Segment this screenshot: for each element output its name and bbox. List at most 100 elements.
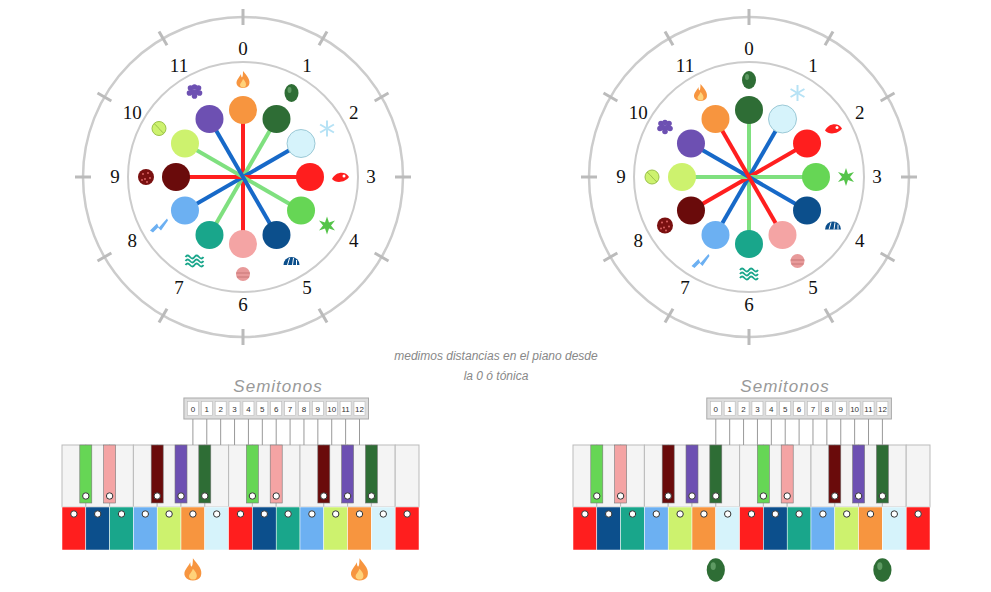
white-key-color — [205, 507, 229, 550]
ruler-cell — [285, 402, 296, 416]
white-key-color — [324, 507, 348, 550]
outer-ring — [589, 17, 909, 337]
tick-mark — [375, 93, 389, 101]
ruler-leader — [812, 419, 813, 445]
tick-mark — [242, 9, 245, 25]
black-key — [104, 445, 116, 503]
ruler-leader — [206, 419, 207, 445]
berry-dot — [661, 222, 663, 224]
ruler-cell — [807, 402, 818, 416]
white-key-color — [597, 507, 621, 550]
black-key — [781, 445, 793, 503]
note-dot — [793, 197, 821, 225]
circle-number: 4 — [855, 231, 865, 251]
circle-number: 10 — [629, 103, 648, 123]
ruler-number: 12 — [878, 404, 887, 413]
ruler-bar — [184, 398, 369, 419]
ruler-cell — [794, 402, 805, 416]
symbol-icon — [138, 169, 154, 185]
key-marker — [891, 511, 897, 517]
ruler-leader — [715, 419, 716, 445]
black-key — [246, 445, 258, 503]
ruler-leader — [882, 419, 883, 445]
key-marker — [106, 493, 112, 499]
ruler-leader — [771, 419, 772, 445]
black-key — [829, 445, 841, 503]
ruler-cell — [187, 402, 198, 416]
key-marker — [344, 493, 350, 499]
black-key — [318, 445, 330, 503]
note-dot — [171, 197, 199, 225]
ruler-leader — [331, 419, 332, 445]
key-marker — [404, 511, 410, 517]
white-key-color — [668, 507, 692, 550]
symbol-icon — [657, 120, 673, 135]
ruler-leader — [234, 419, 235, 445]
white-key-color — [835, 507, 859, 550]
white-key-color — [740, 507, 764, 550]
tick-mark — [98, 253, 112, 261]
wave-icon — [186, 264, 204, 267]
key-marker — [772, 511, 778, 517]
white-key-color — [133, 507, 157, 550]
ruler-cell — [752, 402, 763, 416]
white-key-color — [811, 507, 835, 550]
key-marker — [190, 511, 196, 517]
berry-dot — [665, 230, 667, 232]
ruler-cell — [298, 402, 309, 416]
circle-number: 4 — [349, 231, 359, 251]
tick-mark — [319, 309, 327, 323]
symbol-icon — [150, 219, 168, 233]
key-marker — [154, 493, 160, 499]
ruler-bar — [707, 398, 892, 419]
note-dot — [263, 105, 291, 133]
white-key — [395, 445, 419, 507]
grape-icon — [667, 126, 673, 132]
black-key — [686, 445, 698, 503]
planet-icon — [236, 267, 250, 281]
tick-mark — [159, 309, 167, 323]
ruler-number: 4 — [246, 404, 250, 413]
ruler-cell — [877, 402, 888, 416]
ruler-number: 9 — [316, 404, 320, 413]
ruler-number: 4 — [769, 404, 773, 413]
ruler-leader — [743, 419, 744, 445]
symbol-icon — [657, 218, 673, 234]
leaf-highlight — [745, 74, 749, 80]
tick-mark — [604, 253, 618, 261]
note-dot — [677, 197, 705, 225]
plant-icon — [838, 168, 854, 186]
inner-ring — [128, 62, 358, 292]
circle-number: 7 — [680, 278, 690, 298]
ruler-cell — [271, 402, 282, 416]
flame-icon — [694, 84, 707, 101]
wave-icon — [186, 260, 204, 263]
circle-number: 3 — [872, 167, 882, 187]
ruler-leader — [785, 419, 786, 445]
white-key-color — [86, 507, 110, 550]
tick-mark — [319, 32, 327, 46]
ruler-leader — [317, 419, 318, 445]
snowflake-icon — [320, 125, 334, 133]
symbol-icon — [319, 217, 335, 235]
key-marker — [701, 511, 707, 517]
fish-eye — [836, 126, 839, 129]
symbol-icon — [825, 124, 842, 133]
symbol-icon — [838, 168, 854, 186]
berry-dot — [149, 177, 151, 179]
tick-mark — [748, 329, 751, 345]
berry-dot — [147, 172, 149, 174]
fish-icon — [825, 124, 842, 133]
ruler-leader — [729, 419, 730, 445]
flame-icon — [184, 558, 201, 580]
ruler-cell — [766, 402, 777, 416]
circle-number: 6 — [744, 295, 754, 315]
white-key-color — [882, 507, 906, 550]
white-key-color — [229, 507, 253, 550]
white-key-color — [371, 507, 395, 550]
white-key — [906, 445, 930, 507]
ball-icon — [152, 122, 166, 136]
grape-icon — [192, 93, 198, 99]
key-marker — [166, 511, 172, 517]
ruler-leader — [303, 419, 304, 445]
